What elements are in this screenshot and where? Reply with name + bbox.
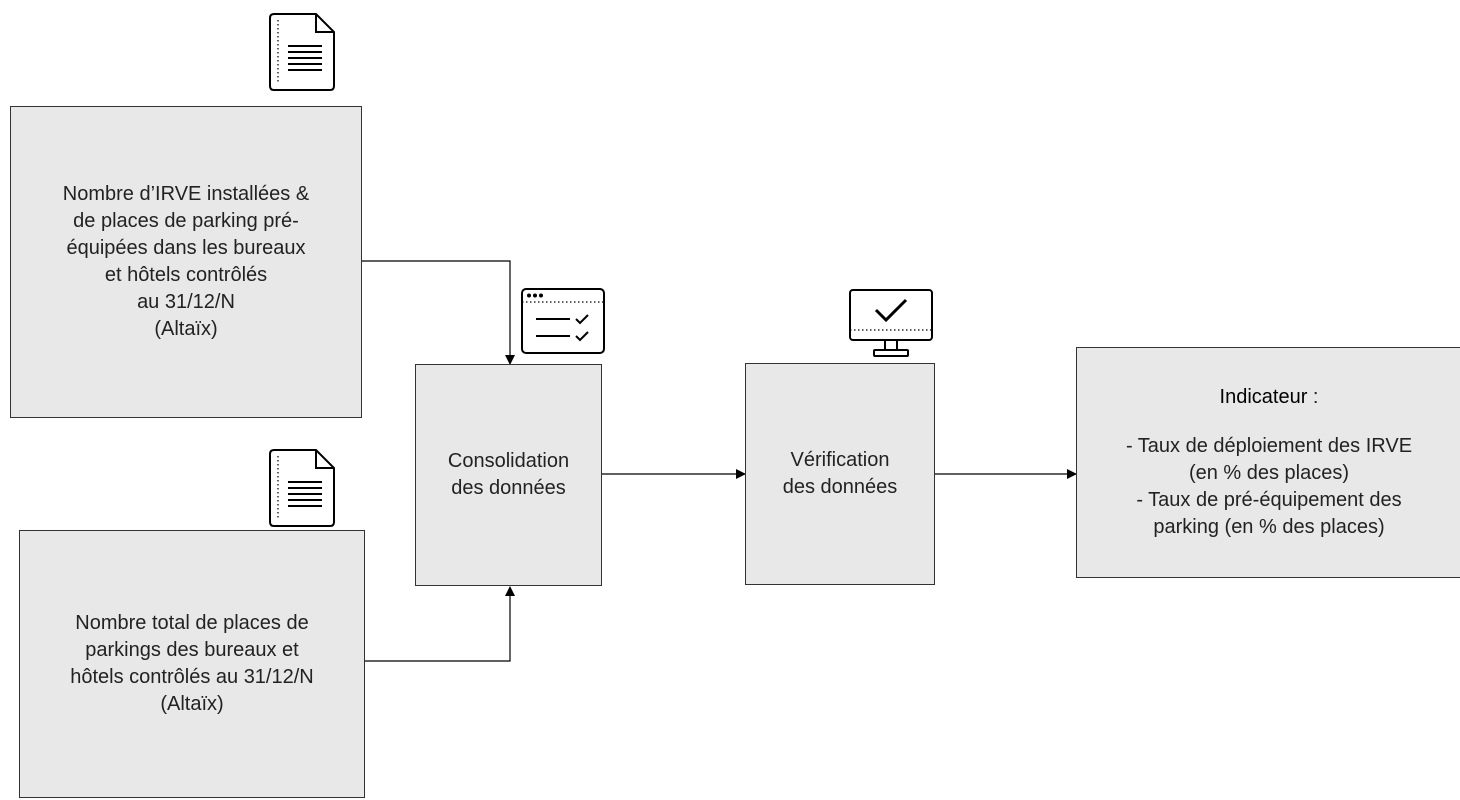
consolidation-line: Consolidation [447, 450, 570, 472]
source2-line: (Altaïx) [160, 693, 224, 715]
monitor-check-icon [849, 289, 933, 357]
verification-line: Vérification [790, 449, 890, 471]
indicator-heading-suffix: : [1307, 386, 1319, 408]
indicator-heading: Indicateur : [1220, 384, 1319, 411]
source1-line: et hôtels contrôlés [104, 264, 268, 286]
connector-source2-to-consolidation [365, 586, 515, 662]
source-box-total-parking: Nombre total de places de parkings des b… [19, 530, 365, 798]
source1-line: Nombre d’IRVE installées & [62, 183, 310, 205]
verification-line: des données [782, 476, 898, 498]
indicator-line: (en % des places) [1188, 462, 1350, 484]
checklist-window-icon [521, 288, 605, 354]
verification-box: Vérification des données [745, 363, 935, 585]
source2-line: hôtels contrôlés au 31/12/N [70, 666, 314, 688]
source2-line: parkings des bureaux et [85, 639, 299, 661]
indicator-box: Indicateur : - Taux de déploiement des I… [1076, 347, 1460, 578]
indicator-line: - Taux de déploiement des IRVE [1125, 435, 1413, 457]
source1-line: de places de parking pré- [73, 210, 299, 232]
consolidation-box: Consolidation des données [415, 364, 602, 586]
source-box-installed-irve: Nombre d’IRVE installées & de places de … [10, 106, 362, 418]
source1-line: (Altaïx) [154, 318, 218, 340]
consolidation-line: des données [451, 477, 566, 499]
document-icon [269, 13, 335, 91]
indicator-line: parking (en % des places) [1153, 516, 1385, 538]
indicator-line: - Taux de pré-équipement des [1136, 489, 1402, 511]
source2-line: Nombre total de places de [75, 612, 309, 634]
connector-source1-to-consolidation [362, 260, 515, 365]
source1-line: équipées dans les bureaux [66, 237, 306, 259]
document-icon [269, 449, 335, 527]
source1-line: au 31/12/N [137, 291, 235, 313]
indicator-heading-label: Indicateur [1219, 386, 1308, 408]
